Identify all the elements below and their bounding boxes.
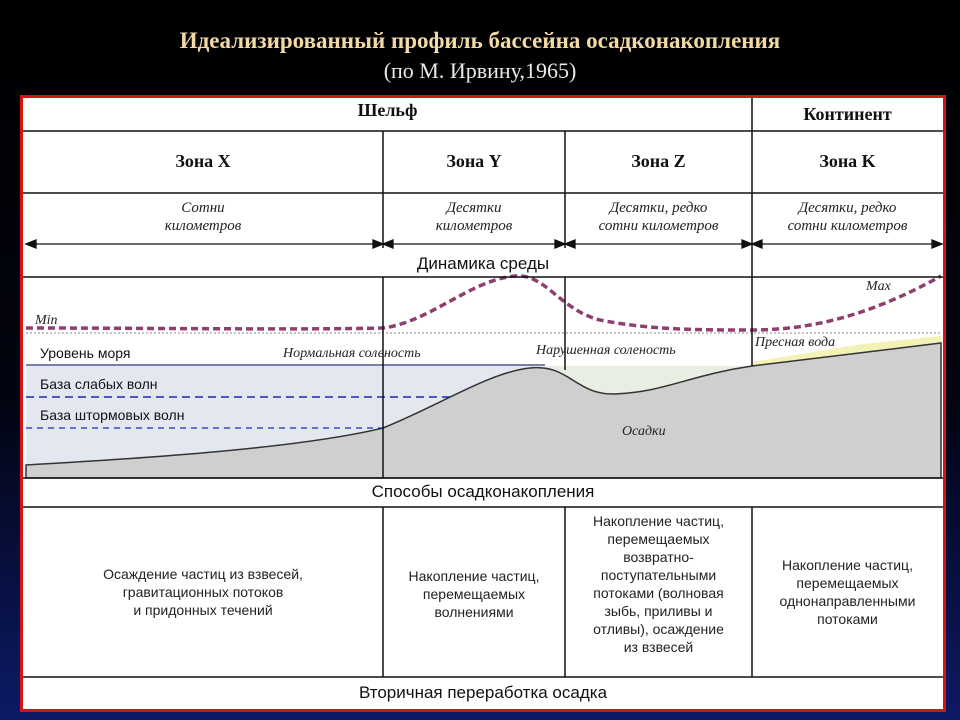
- method-y-line2: перемещаемых: [422, 586, 526, 602]
- page-subtitle: (по М. Ирвину,1965): [383, 58, 577, 83]
- method-z-line3: возвратно-: [623, 549, 694, 565]
- zone-y-distance-line1: Десятки: [446, 200, 502, 216]
- storm-wave-base-label: База штормовых волн: [40, 407, 185, 423]
- zone-k-distance: Десятки, редко сотни километров: [752, 199, 943, 235]
- zone-z-distance-line1: Десятки, редко: [609, 200, 708, 216]
- zone-k-distance-line1: Десятки, редко: [798, 200, 897, 216]
- distance-arrows: [24, 239, 944, 249]
- header-shelf: Шельф: [357, 100, 418, 120]
- method-z-line1: Накопление частиц,: [593, 513, 724, 529]
- zone-z-distance-line2: сотни километров: [598, 218, 719, 234]
- footer-secondary-processing: Вторичная переработка осадка: [358, 683, 608, 702]
- zone-x-distance-line1: Сотни: [181, 200, 225, 216]
- sea-level-label: Уровень моря: [40, 345, 131, 361]
- method-z-line4: поступательными: [600, 567, 717, 583]
- method-k-line1: Накопление частиц,: [782, 557, 913, 573]
- method-z-line6: зыбь, приливы и: [604, 603, 713, 619]
- zone-z-distance: Десятки, редко сотни километров: [565, 199, 752, 235]
- method-zone-y: Накопление частиц, перемещаемых волнения…: [383, 567, 565, 621]
- method-zone-x: Осаждение частиц из взвесей, гравитацион…: [23, 565, 383, 619]
- method-z-line7: отливы), осаждение: [593, 621, 724, 637]
- sediments-label: Осадки: [622, 424, 666, 439]
- page-title: Идеализированный профиль бассейна осадко…: [179, 28, 781, 53]
- dynamics-title: Динамика среды: [416, 254, 550, 273]
- weak-wave-base-label: База слабых волн: [40, 376, 158, 392]
- fresh-water-label: Пресная вода: [755, 335, 836, 350]
- zone-k-distance-line2: сотни километров: [787, 218, 908, 234]
- method-z-line8: из взвесей: [623, 639, 694, 655]
- zone-x: Зона X: [175, 151, 231, 171]
- method-y-line3: волнениями: [434, 604, 514, 620]
- normal-salinity-label: Нормальная соленость: [283, 346, 421, 361]
- dynamics-curve: [25, 274, 942, 332]
- method-k-line4: потоками: [817, 611, 878, 627]
- method-x-line3: и придонных течений: [133, 602, 273, 618]
- table-grid: [23, 98, 943, 678]
- method-k-line2: перемещаемых: [796, 575, 899, 591]
- zone-y-distance-line2: километров: [435, 218, 513, 234]
- zone-y: Зона Y: [446, 151, 502, 171]
- method-k-line3: однонаправленными: [779, 593, 916, 609]
- sediment-body: [25, 342, 942, 479]
- zone-z: Зона Z: [631, 151, 686, 171]
- zone-x-distance: Сотни километров: [23, 199, 383, 235]
- method-x-line1: Осаждение частиц из взвесей,: [103, 566, 303, 582]
- method-x-line2: гравитационных потоков: [122, 584, 284, 600]
- method-zone-k: Накопление частиц, перемещаемых однонапр…: [752, 556, 943, 628]
- zone-k: Зона K: [819, 151, 876, 171]
- disturbed-salinity-label: Нарушенная соленость: [536, 343, 676, 358]
- method-y-line1: Накопление частиц,: [408, 568, 540, 584]
- method-z-line2: перемещаемых: [607, 531, 710, 547]
- method-zone-z: Накопление частиц, перемещаемых возвратн…: [565, 512, 752, 656]
- min-label: Min: [35, 313, 58, 328]
- methods-title: Способы осадконакопления: [371, 482, 595, 501]
- header-continent: Континент: [803, 104, 892, 124]
- method-z-line5: потоками (волновая: [593, 585, 724, 601]
- max-label: Max: [866, 279, 891, 294]
- zone-y-distance: Десятки километров: [383, 199, 565, 235]
- zone-x-distance-line2: километров: [164, 218, 242, 234]
